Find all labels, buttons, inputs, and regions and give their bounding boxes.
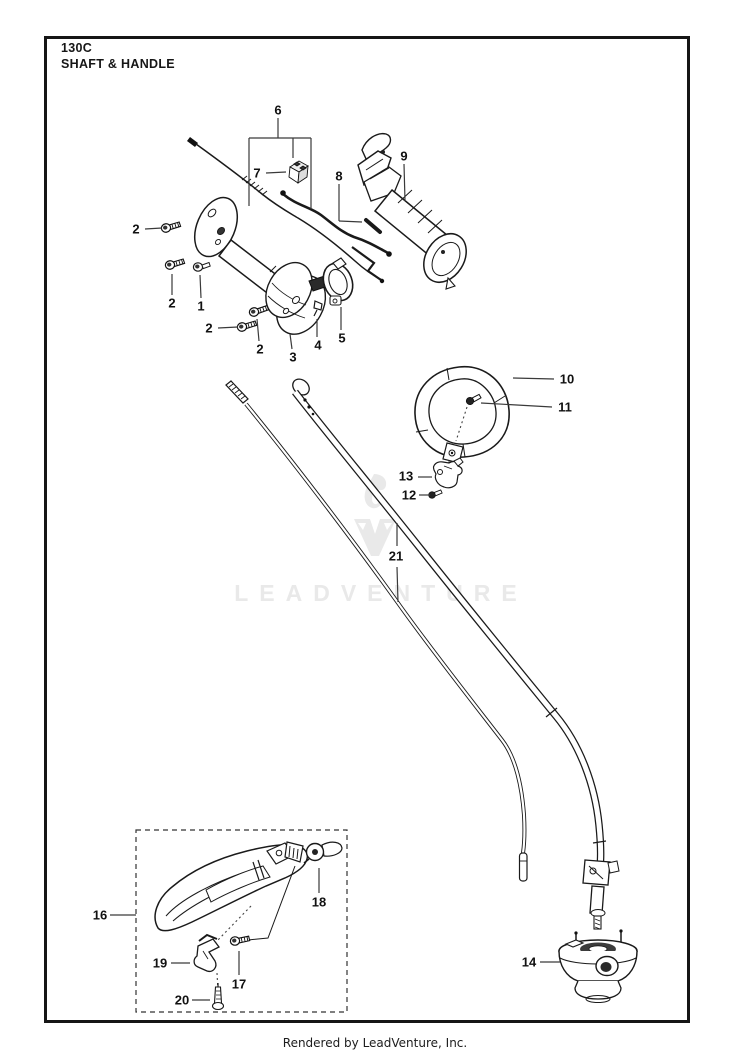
callout-21-label: 21 (389, 548, 403, 563)
callout-7-leader (265, 171, 287, 174)
callout-14-label: 14 (522, 954, 537, 969)
model-number: 130C (61, 41, 93, 55)
page-border-frame (44, 36, 690, 1023)
callout-9-label: 9 (400, 148, 407, 163)
switch-wire (280, 190, 392, 257)
callout-2-label: 2 (132, 221, 139, 236)
callout-6-label: 6 (274, 102, 281, 117)
guard-bolt (211, 983, 225, 1011)
callout-8-leader (338, 220, 363, 223)
callout-10-label: 10 (560, 371, 574, 386)
callout-4-label: 4 (314, 337, 322, 352)
throttle-trigger (308, 257, 354, 306)
clamp-screw (428, 489, 443, 499)
callout-10-leader (512, 377, 555, 380)
callout-2-label: 2 (205, 320, 212, 335)
loop-handle-screw (465, 393, 482, 406)
trimmer-head (558, 929, 638, 1003)
callout-16-label: 16 (93, 907, 107, 922)
trigger-spring (313, 300, 323, 317)
callout-18-label: 18 (312, 894, 326, 909)
callout-11-leader (480, 402, 553, 408)
handle-nut (192, 261, 211, 272)
guard-group-box (135, 829, 348, 1013)
callout-19-label: 19 (153, 955, 167, 970)
callout-21-leader (396, 566, 399, 603)
callout-2-label: 2 (168, 295, 175, 310)
render-credit: Rendered by LeadVenture, Inc. (282, 1036, 468, 1050)
callout-8-label: 8 (335, 168, 342, 183)
loop-handle (414, 365, 510, 475)
line-limiter-blade (193, 933, 220, 973)
stop-switch (288, 160, 309, 184)
callout-3-leader (289, 333, 293, 350)
handle-clamp (432, 457, 464, 489)
handle-screw (248, 304, 270, 318)
callout-11-label: 11 (558, 399, 572, 414)
callout-20-label: 20 (175, 992, 189, 1007)
guard-screw (229, 934, 251, 947)
callout-13-label: 13 (399, 468, 413, 483)
callout-5-label: 5 (338, 330, 345, 345)
handle-screw (160, 220, 182, 234)
handle-screw (236, 319, 258, 333)
callout-7-label: 7 (253, 165, 260, 180)
guard-wing-bolt (303, 841, 343, 864)
title-block: 130C SHAFT & HANDLE (61, 41, 175, 72)
drive-cable (225, 380, 528, 882)
section-title: SHAFT & HANDLE (61, 56, 175, 71)
handle-shell-rear (357, 132, 467, 290)
callout-3-label: 3 (289, 349, 296, 364)
handle-screw (164, 257, 186, 271)
callout-12-label: 12 (402, 487, 416, 502)
callout-1-label: 1 (197, 298, 204, 313)
watermark-text: LEADVENTURE (234, 580, 528, 606)
guard-assembly (135, 829, 348, 1013)
callout-2-leader (217, 326, 239, 329)
callout-17-label: 17 (232, 976, 246, 991)
spring-pin (364, 218, 382, 234)
shaft-tube (292, 378, 620, 930)
callout-9-leader (403, 163, 406, 202)
cable-z-hook (351, 246, 382, 281)
callout-1-leader (199, 274, 202, 299)
callout-2-leader (144, 227, 163, 230)
callout-2-label: 2 (256, 341, 263, 356)
callout-2-leader (256, 318, 260, 342)
